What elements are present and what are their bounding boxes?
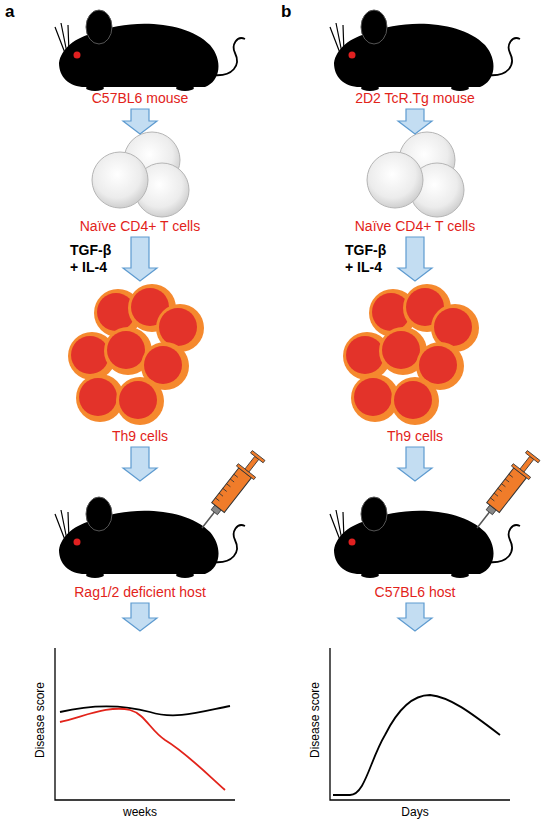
disease-curve	[333, 695, 500, 795]
disease-chart	[55, 648, 235, 800]
donor-mouse	[55, 10, 245, 91]
block-arrow	[123, 603, 157, 631]
disease-chart-box: Disease scoreDays	[300, 632, 530, 822]
th9-curve	[60, 709, 225, 790]
host-stage: C57BL6 host	[320, 482, 510, 602]
block-arrow	[123, 109, 157, 134]
chart-axes	[330, 648, 510, 800]
condition-label: TGF-β + IL-4	[345, 242, 393, 276]
axis-unit: weeks	[25, 804, 255, 820]
block-arrow	[123, 237, 157, 281]
stage-label: Naïve CD4+ T cells	[320, 218, 510, 234]
stage-label: Th9 cells	[45, 428, 235, 444]
axis-label: Disease score	[32, 682, 48, 758]
stage-label: C57BL6 mouse	[45, 90, 235, 106]
stage-label: Naïve CD4+ T cells	[45, 218, 235, 234]
stage-label: C57BL6 host	[320, 584, 510, 600]
axis-label: Disease score	[307, 682, 323, 758]
panel-letter: b	[281, 2, 291, 22]
disease-chart-box: Disease score weeks	[25, 632, 255, 822]
donor-stage: 2D2 TcR.Tg mouse	[320, 0, 510, 108]
th9-cell-cluster	[68, 284, 204, 425]
donor-stage: C57BL6 mouse	[45, 0, 235, 108]
block-arrow	[398, 603, 432, 631]
disease-chart	[330, 648, 510, 800]
stage-label: Th9 cells	[320, 428, 510, 444]
control-curve	[60, 706, 230, 715]
th9-cell-stage: Th9 cells	[45, 282, 235, 446]
th9-cell-cluster	[343, 284, 479, 425]
axis-unit: Days	[300, 804, 530, 820]
stage-label: 2D2 TcR.Tg mouse	[320, 90, 510, 106]
naive-cell-cluster	[367, 132, 464, 217]
naive-cell-stage: Naïve CD4+ T cells	[320, 135, 510, 236]
condition-label: TGF-β + IL-4	[70, 242, 118, 276]
syringe	[468, 449, 542, 535]
host-stage: Rag1/2 deficient host	[45, 482, 235, 602]
naive-cell-stage: Naïve CD4+ T cells	[45, 135, 235, 236]
block-arrow	[398, 447, 432, 481]
block-arrow	[123, 447, 157, 481]
naive-cell-cluster	[92, 132, 189, 217]
chart-axes	[55, 648, 235, 800]
th9-cell-stage: Th9 cells	[320, 282, 510, 446]
block-arrow	[398, 237, 432, 281]
stage-label: Rag1/2 deficient host	[45, 584, 235, 600]
donor-mouse	[330, 10, 520, 91]
syringe	[193, 449, 267, 535]
panel-letter: a	[5, 2, 14, 22]
block-arrow	[398, 109, 432, 134]
